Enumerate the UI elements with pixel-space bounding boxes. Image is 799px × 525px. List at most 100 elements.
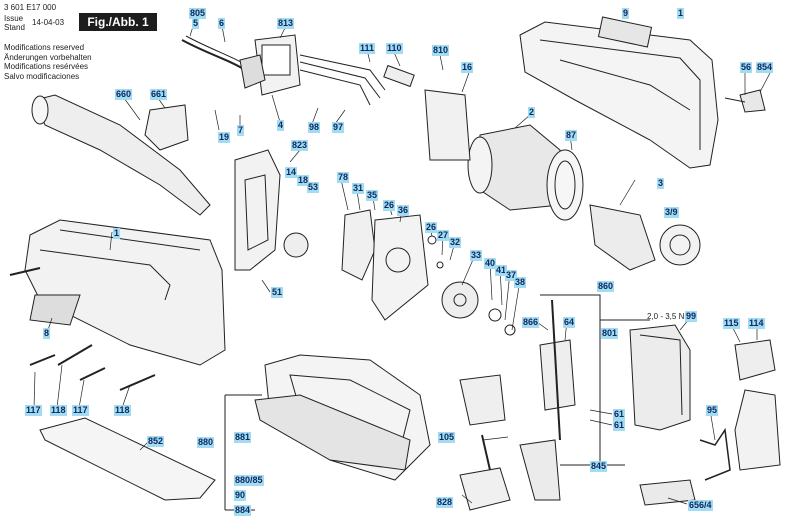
part-label-1-left: 1 (113, 228, 121, 239)
part-label-828: 828 (436, 497, 454, 508)
part-label-117-b: 117 (72, 405, 89, 416)
part-label-51: 51 (271, 287, 284, 298)
part-label-16: 16 (461, 62, 474, 73)
part-label-114: 114 (748, 318, 765, 329)
part-label-56: 56 (740, 62, 753, 73)
roller-holder (459, 374, 506, 426)
part-label-53: 53 (307, 182, 320, 193)
part-label-881: 881 (234, 432, 252, 443)
switch-slider (383, 64, 415, 88)
roller-guide (639, 479, 696, 506)
spring (481, 434, 491, 471)
part-label-14: 14 (285, 167, 298, 178)
modifications-line: Modifications resérvées (4, 62, 89, 71)
part-label-118: 118 (50, 405, 67, 416)
modifications-line: Salvo modificaciones (4, 71, 80, 81)
part-label-41: 41 (495, 265, 508, 276)
part-label-31: 31 (352, 183, 365, 194)
part-label-61-b: 61 (613, 420, 626, 431)
nameplate (29, 294, 81, 326)
part-label-98: 98 (308, 122, 321, 133)
part-label-35: 35 (366, 190, 379, 201)
guide-cover (459, 467, 511, 511)
part-label-3-9: 3/9 (664, 207, 679, 218)
part-label-656-4: 656/4 (688, 500, 713, 511)
washer (436, 261, 444, 269)
part-label-810: 810 (432, 45, 450, 56)
part-label-852: 852 (147, 436, 165, 447)
washer (427, 235, 437, 245)
issue-label: Issue (4, 14, 24, 23)
armature (589, 204, 656, 271)
part-label-26-small: 26 (425, 222, 438, 233)
electronics-housing (734, 389, 781, 471)
part-label-33: 33 (470, 250, 483, 261)
dust-adapter (144, 104, 189, 151)
housing-half-left (24, 219, 226, 366)
part-label-105: 105 (438, 432, 456, 443)
part-label-880-85: 880/85 (234, 475, 264, 486)
part-label-866: 866 (522, 317, 540, 328)
part-label-5: 5 (192, 18, 200, 29)
label-plate (597, 16, 653, 48)
modifications-line: Modifications reserved (4, 43, 85, 52)
fan-baffle (546, 149, 584, 221)
modifications-notice: Modifications reserved Änderungen vorbeh… (4, 43, 92, 81)
protection-plate (39, 417, 216, 501)
modifications-line: Änderungen vorbehalten (4, 52, 92, 62)
part-label-117: 117 (25, 405, 42, 416)
power-cable (181, 39, 246, 71)
part-label-801: 801 (601, 328, 619, 339)
gear-housing-plate (341, 209, 376, 281)
part-label-90: 90 (234, 490, 247, 501)
figure-title: Fig./Abb. 1 (79, 13, 157, 31)
part-label-7: 7 (237, 125, 245, 136)
bearing (488, 308, 502, 322)
bracket-outline (540, 294, 601, 466)
screw (9, 267, 156, 391)
part-label-4: 4 (277, 120, 285, 131)
part-label-18: 18 (297, 175, 310, 186)
part-label-118-b: 118 (114, 405, 131, 416)
part-label-661: 661 (150, 89, 168, 100)
part-label-9: 9 (622, 8, 630, 19)
issue-date: 14-04-03 (32, 18, 65, 27)
part-label-8: 8 (43, 328, 51, 339)
wire-harness (299, 54, 386, 106)
part-label-37: 37 (505, 270, 518, 281)
stand-label: Stand (4, 23, 25, 32)
part-label-87: 87 (565, 130, 578, 141)
gear-wheel (441, 281, 479, 319)
plunger-assembly (539, 339, 576, 411)
part-label-111: 111 (359, 43, 376, 54)
issue-stand-labels: Issue Stand (4, 14, 25, 32)
part-label-845: 845 (590, 461, 608, 472)
base-plate-insert (254, 394, 411, 471)
part-label-110: 110 (386, 43, 403, 54)
gear-housing-frame (371, 214, 429, 321)
part-label-115: 115 (723, 318, 740, 329)
part-label-95: 95 (706, 405, 719, 416)
part-label-2: 2 (528, 107, 536, 118)
electronics-module (734, 339, 776, 381)
part-label-97: 97 (332, 122, 345, 133)
part-label-78: 78 (337, 172, 350, 183)
torque-spec: 2,0 - 3,5 Nm (647, 312, 692, 321)
part-label-38: 38 (514, 277, 527, 288)
part-label-64: 64 (563, 317, 576, 328)
part-label-660: 660 (115, 89, 133, 100)
part-label-99: 99 (685, 311, 698, 322)
part-label-813: 813 (277, 18, 295, 29)
part-label-3: 3 (657, 178, 665, 189)
part-label-880: 880 (197, 437, 215, 448)
part-label-860: 860 (597, 281, 615, 292)
part-label-36: 36 (397, 205, 410, 216)
brush-holder (424, 89, 471, 161)
part-label-884: 884 (234, 505, 252, 516)
part-label-805: 805 (189, 8, 207, 19)
part-label-1: 1 (677, 8, 685, 19)
part-label-32: 32 (449, 237, 462, 248)
part-label-854: 854 (756, 62, 774, 73)
lever-part (739, 89, 766, 113)
motor-housing-insert (234, 149, 281, 271)
